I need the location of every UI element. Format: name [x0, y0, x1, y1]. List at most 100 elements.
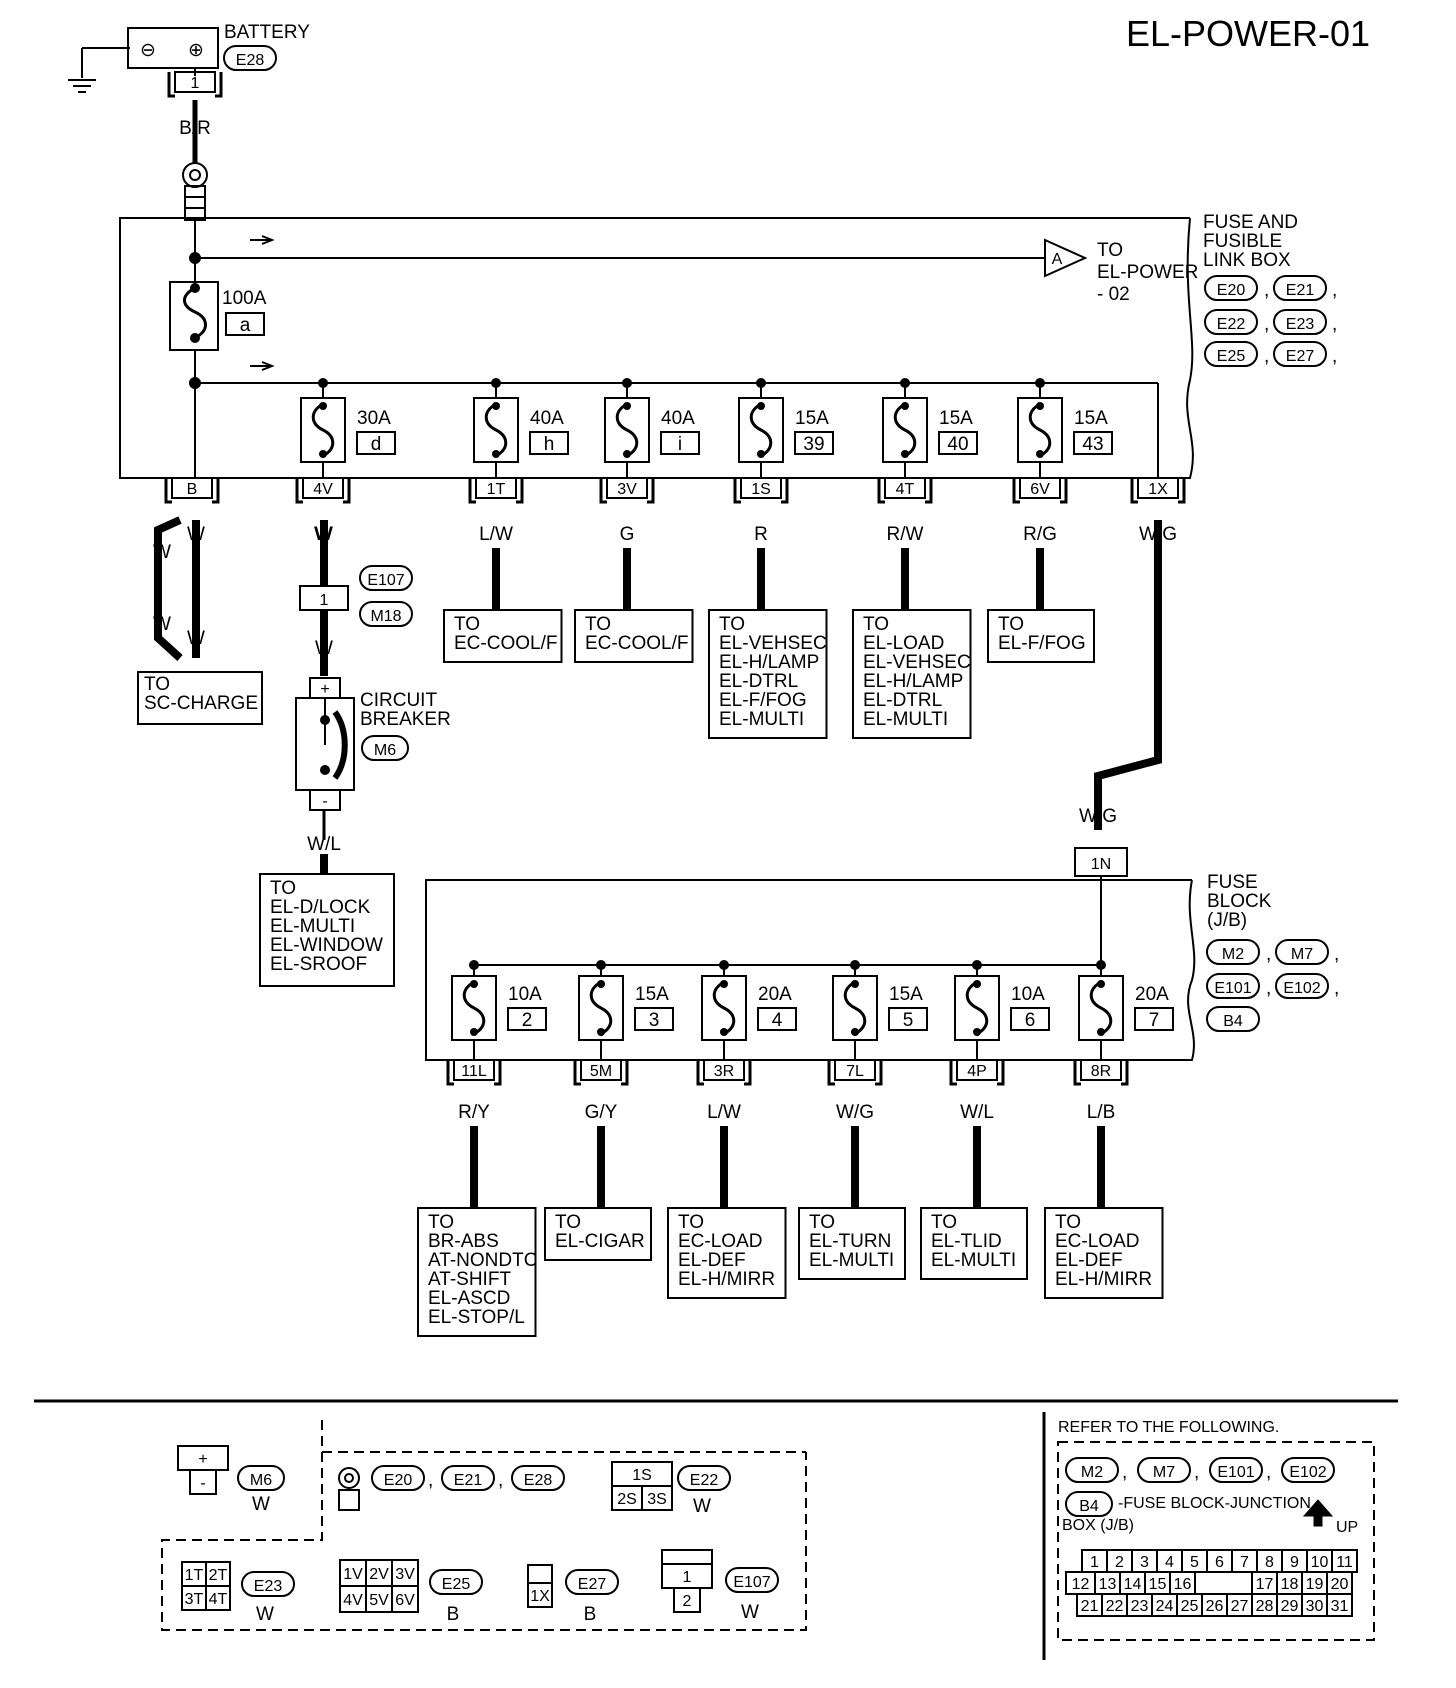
refer-b4-text: -FUSE BLOCK-JUNCTION — [1118, 1495, 1311, 1512]
wire-color-1X: W/G — [1139, 524, 1177, 545]
fuse-block-label-line-2: (J/B) — [1207, 910, 1247, 931]
fuse-6-node-bottom — [973, 1028, 981, 1036]
terminal-8R: 8R — [1091, 1063, 1111, 1080]
fuse-3-node-top — [597, 980, 605, 988]
fuse-4-element — [712, 980, 736, 1036]
battery-plus: ⊕ — [188, 40, 204, 61]
fuse-block-connector-B4-oval — [1206, 1006, 1260, 1032]
dest-11L-line-3: AT-SHIFT — [428, 1269, 511, 1290]
cb-connector-M18-oval — [359, 601, 413, 627]
terminal-1T-box — [475, 477, 517, 499]
fuse-4-node-bottom — [720, 1028, 728, 1036]
fusible-link-d-node-top — [319, 402, 327, 410]
dest-8R-line-3: EL-H/MIRR — [1055, 1269, 1152, 1290]
dest-8R-line-0: TO — [1055, 1212, 1081, 1233]
legend-e25-cell-label-2: 3V — [395, 1566, 415, 1583]
fuse-block-connector-E102: E102 — [1283, 980, 1320, 997]
fuse-3-id-box — [634, 1007, 674, 1031]
refer-connector-E102-oval — [1281, 1457, 1335, 1483]
connector-arrow-a — [1044, 238, 1088, 278]
legend-e23-color: W — [256, 1604, 274, 1625]
fusible-link-100a-id-box — [225, 312, 265, 336]
fusible-link-h-node-top — [492, 402, 500, 410]
dest-3R-line-2: EL-DEF — [678, 1250, 746, 1271]
terminal-4T-box — [884, 477, 926, 499]
legend-e22-cell-label-1: 3S — [647, 1491, 667, 1508]
cb-inline-terminal: 1 — [320, 592, 329, 609]
fusible-link-40-element — [893, 402, 917, 458]
legend-m6-bottom — [189, 1469, 217, 1495]
comma-b3: , — [1332, 314, 1337, 335]
dest-6V-line-1: EL-F/FOG — [998, 633, 1086, 654]
legend-eyelet-connector-E28: E28 — [524, 1472, 553, 1489]
refer-pin-label-14: 14 — [1124, 1576, 1142, 1593]
refer-pin-label-22: 22 — [1106, 1598, 1124, 1615]
terminal-3R-box — [703, 1059, 745, 1081]
fuse-block-connector-E101: E101 — [1214, 980, 1251, 997]
battery-label: BATTERY — [224, 22, 310, 43]
legend-m6-connector: M6 — [250, 1472, 272, 1489]
fusible-link-d-node-bottom — [319, 450, 327, 458]
terminal-1S-box — [740, 477, 782, 499]
refer-pin-label-18: 18 — [1281, 1576, 1299, 1593]
legend-e107-color: W — [741, 1602, 759, 1623]
legend-e25-connector: E25 — [442, 1576, 471, 1593]
fuse-block-outline — [425, 879, 1196, 1061]
refer-connector-E102: E102 — [1289, 1464, 1326, 1481]
battery-connector-oval — [223, 45, 277, 71]
dest-11L-line-2: AT-NONDTC — [428, 1250, 537, 1271]
terminal-1T-bracket — [468, 478, 524, 504]
refer-pin-label-8: 8 — [1265, 1554, 1274, 1571]
dest-3R-line-1: EC-LOAD — [678, 1231, 762, 1252]
cb-wire-out-color: W/L — [307, 834, 341, 855]
fusible-link-i-node-top — [623, 402, 631, 410]
refer-pin-31 — [1326, 1593, 1353, 1617]
legend-e23-cell-label-1: 2T — [209, 1567, 228, 1584]
battery-terminal-eyelet — [182, 162, 208, 188]
fusible-box-connector-E20: E20 — [1217, 282, 1246, 299]
fusible-link-h-node-bottom — [492, 450, 500, 458]
fusible-link-39-id-box — [794, 431, 834, 455]
refer-pin-label-2: 2 — [1115, 1554, 1124, 1571]
legend-e25-cell-label-1: 2V — [369, 1566, 389, 1583]
fb-feed-terminal: 1N — [1091, 856, 1111, 873]
fuse-5-id: 5 — [903, 1010, 914, 1031]
fuse-5-rating: 15A — [889, 984, 923, 1005]
refer-connector-E101-oval — [1209, 1457, 1263, 1483]
battery-terminal-bracket — [167, 72, 223, 98]
dest-box-6V — [987, 609, 1095, 663]
terminal-3V: 3V — [617, 481, 637, 498]
refer-pin-label-31: 31 — [1331, 1598, 1349, 1615]
terminal-7L-bracket — [827, 1060, 883, 1086]
comma-4: , — [1264, 346, 1269, 367]
fb-comma-0: , — [1266, 944, 1271, 965]
fusible-box-connector-E27-oval — [1273, 341, 1327, 367]
fuse-2-rating: 10A — [508, 984, 542, 1005]
legend-e25-color: B — [447, 1604, 460, 1625]
dest-5M-line-0: TO — [555, 1212, 581, 1233]
legend-e25-connector-oval — [429, 1569, 483, 1595]
legend-e25-cell-label-5: 6V — [395, 1592, 415, 1609]
dest-box-4T — [852, 609, 972, 739]
page-title: EL-POWER-01 — [1126, 13, 1370, 54]
fuse-4-rating: 20A — [758, 984, 792, 1005]
terminal-1T: 1T — [487, 481, 506, 498]
refer-pin-label-26: 26 — [1206, 1598, 1224, 1615]
fusible-link-40-rating: 15A — [939, 408, 973, 429]
wire-color-8R: L/B — [1087, 1102, 1116, 1123]
fuse-block-label-line-0: FUSE — [1207, 872, 1258, 893]
terminal-7L-box — [834, 1059, 876, 1081]
fuse-3-rating: 15A — [635, 984, 669, 1005]
fusible-link-40-id: 40 — [947, 434, 968, 455]
legend-e107-cell-1 — [673, 1587, 701, 1613]
legend-e107-connector-oval — [725, 1567, 779, 1593]
terminal-4T: 4T — [896, 481, 915, 498]
terminal-4P-bracket — [949, 1060, 1005, 1086]
refer-b4-connector: B4 — [1079, 1498, 1099, 1515]
fusible-box-connector-E25-oval — [1204, 341, 1258, 367]
refer-b4-text2: BOX (J/B) — [1062, 1517, 1134, 1534]
legend-e22-top-label: 1S — [632, 1467, 652, 1484]
fusible-link-43-rating: 15A — [1074, 408, 1108, 429]
fb-feed-wire-color: W/G — [1079, 806, 1117, 827]
refer-pin-label-27: 27 — [1231, 1598, 1249, 1615]
